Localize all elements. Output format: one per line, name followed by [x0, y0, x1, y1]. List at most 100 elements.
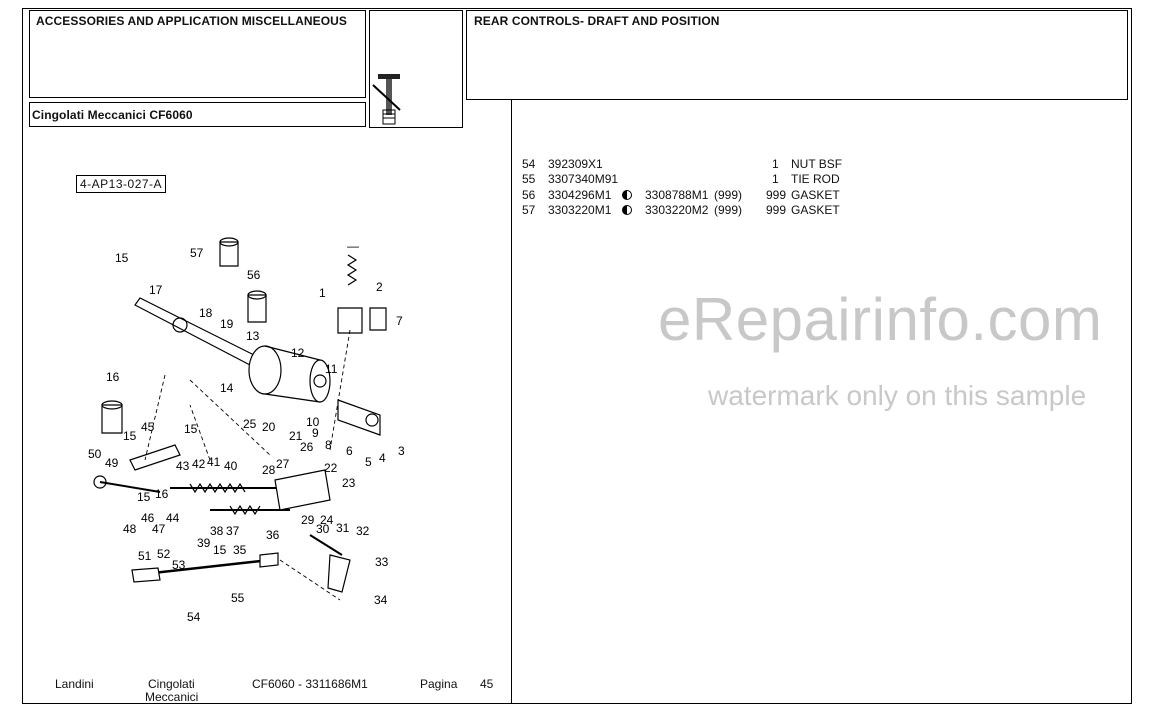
svg-text:49: 49 [105, 456, 119, 470]
part-number: 3307340M91 [548, 172, 619, 187]
svg-text:9: 9 [312, 426, 319, 440]
main-shaft [134, 297, 257, 366]
svg-text:33: 33 [375, 555, 389, 569]
central-block [274, 469, 331, 511]
svg-text:45: 45 [141, 420, 155, 434]
alt-qty: (999) [714, 203, 743, 218]
svg-text:43: 43 [176, 459, 190, 473]
watermark-main: eRepairinfo.com [658, 286, 1103, 353]
interchange-icon [622, 188, 632, 203]
svg-text:42: 42 [192, 457, 206, 471]
svg-text:36: 36 [266, 528, 280, 542]
svg-text:51: 51 [138, 549, 152, 563]
svg-text:12: 12 [291, 346, 305, 360]
page-border [22, 8, 1132, 704]
section-title-box [29, 10, 366, 98]
svg-text:53: 53 [172, 558, 186, 572]
group-title: REAR CONTROLS- DRAFT AND POSITION [474, 14, 720, 28]
part-number: 3303220M1 [548, 203, 612, 218]
column-divider [511, 100, 512, 704]
svg-text:56: 56 [247, 268, 261, 282]
footer-page-number: 45 [480, 677, 494, 691]
svg-text:39: 39 [197, 536, 211, 550]
svg-text:8: 8 [325, 438, 332, 452]
lower-arm [327, 554, 351, 593]
svg-text:27: 27 [276, 457, 290, 471]
svg-text:50: 50 [88, 447, 102, 461]
callout-labels: 15 57 56 — 1 2 7 17 18 19 13 12 11 14 16… [88, 239, 405, 624]
footer-category-1: Cingolati [148, 677, 195, 691]
svg-text:3: 3 [398, 444, 405, 458]
flange-housing [248, 345, 282, 395]
svg-text:24: 24 [320, 513, 334, 527]
svg-text:54: 54 [187, 610, 201, 624]
svg-text:47: 47 [152, 522, 166, 536]
part-desc: GASKET [791, 187, 840, 202]
svg-text:15: 15 [184, 422, 198, 436]
right-lever [337, 399, 381, 436]
svg-text:22: 22 [324, 461, 338, 475]
svg-text:29: 29 [301, 513, 315, 527]
svg-text:16: 16 [106, 370, 120, 384]
svg-text:2: 2 [376, 280, 383, 294]
watermark-sub: watermark only on this sample [708, 380, 1087, 411]
svg-text:1: 1 [319, 286, 326, 300]
alt-qty: (999) [714, 187, 743, 202]
footer-model-ref: CF6060 - 3311686M1 [252, 677, 368, 691]
svg-text:5: 5 [365, 455, 372, 469]
footer-brand: Landini [55, 677, 94, 691]
part-ref: 56 [522, 187, 536, 202]
svg-text:10: 10 [306, 415, 320, 429]
interchange-icon [622, 203, 632, 218]
svg-text:35: 35 [233, 543, 247, 557]
svg-text:31: 31 [336, 521, 350, 535]
footer-page-label: Pagina [420, 677, 458, 691]
section-title: ACCESSORIES AND APPLICATION MISCELLANEOU… [36, 14, 348, 28]
svg-text:37: 37 [226, 524, 240, 538]
svg-text:23: 23 [342, 476, 356, 490]
svg-text:41: 41 [207, 455, 221, 469]
svg-text:21: 21 [289, 429, 303, 443]
icon-box [369, 10, 463, 128]
cylinder-57 [219, 241, 239, 267]
svg-text:44: 44 [166, 511, 180, 525]
svg-text:7: 7 [396, 314, 403, 328]
svg-text:30: 30 [316, 522, 330, 536]
svg-text:28: 28 [262, 463, 276, 477]
left-lever [129, 444, 181, 471]
svg-text:48: 48 [123, 522, 137, 536]
part-qty: 1 [772, 172, 779, 187]
alt-part-number: 3308788M1 [645, 187, 709, 202]
svg-text:20: 20 [262, 420, 276, 434]
svg-text:11: 11 [325, 362, 338, 376]
svg-text:18: 18 [199, 306, 213, 320]
svg-text:17: 17 [149, 283, 163, 297]
svg-text:32: 32 [356, 524, 370, 538]
svg-text:15: 15 [115, 251, 129, 265]
part-desc: GASKET [791, 203, 840, 218]
part-qty: 1 [772, 157, 779, 171]
svg-text:4: 4 [379, 451, 386, 465]
svg-text:55: 55 [231, 591, 245, 605]
svg-text:13: 13 [246, 329, 260, 343]
svg-text:15: 15 [123, 429, 137, 443]
footer-category-2: Meccanici [145, 690, 199, 704]
part-desc: TIE ROD [791, 172, 840, 187]
svg-text:19: 19 [220, 317, 234, 331]
svg-text:46: 46 [141, 511, 155, 525]
svg-text:34: 34 [374, 593, 388, 607]
bracket-block [337, 307, 363, 334]
group-title-box [466, 10, 1128, 100]
svg-text:6: 6 [346, 444, 353, 458]
part-ref: 55 [522, 172, 536, 187]
part-desc: NUT BSF [791, 157, 843, 171]
svg-text:14: 14 [220, 381, 234, 395]
alt-part-number: 3303220M2 [645, 203, 709, 218]
svg-text:—: — [347, 239, 359, 253]
svg-text:57: 57 [190, 246, 204, 260]
part-qty: 999 [766, 203, 787, 218]
svg-text:52: 52 [157, 547, 171, 561]
model-label-box [29, 102, 366, 127]
part-ref: 57 [522, 203, 536, 218]
svg-text:16: 16 [155, 487, 169, 501]
